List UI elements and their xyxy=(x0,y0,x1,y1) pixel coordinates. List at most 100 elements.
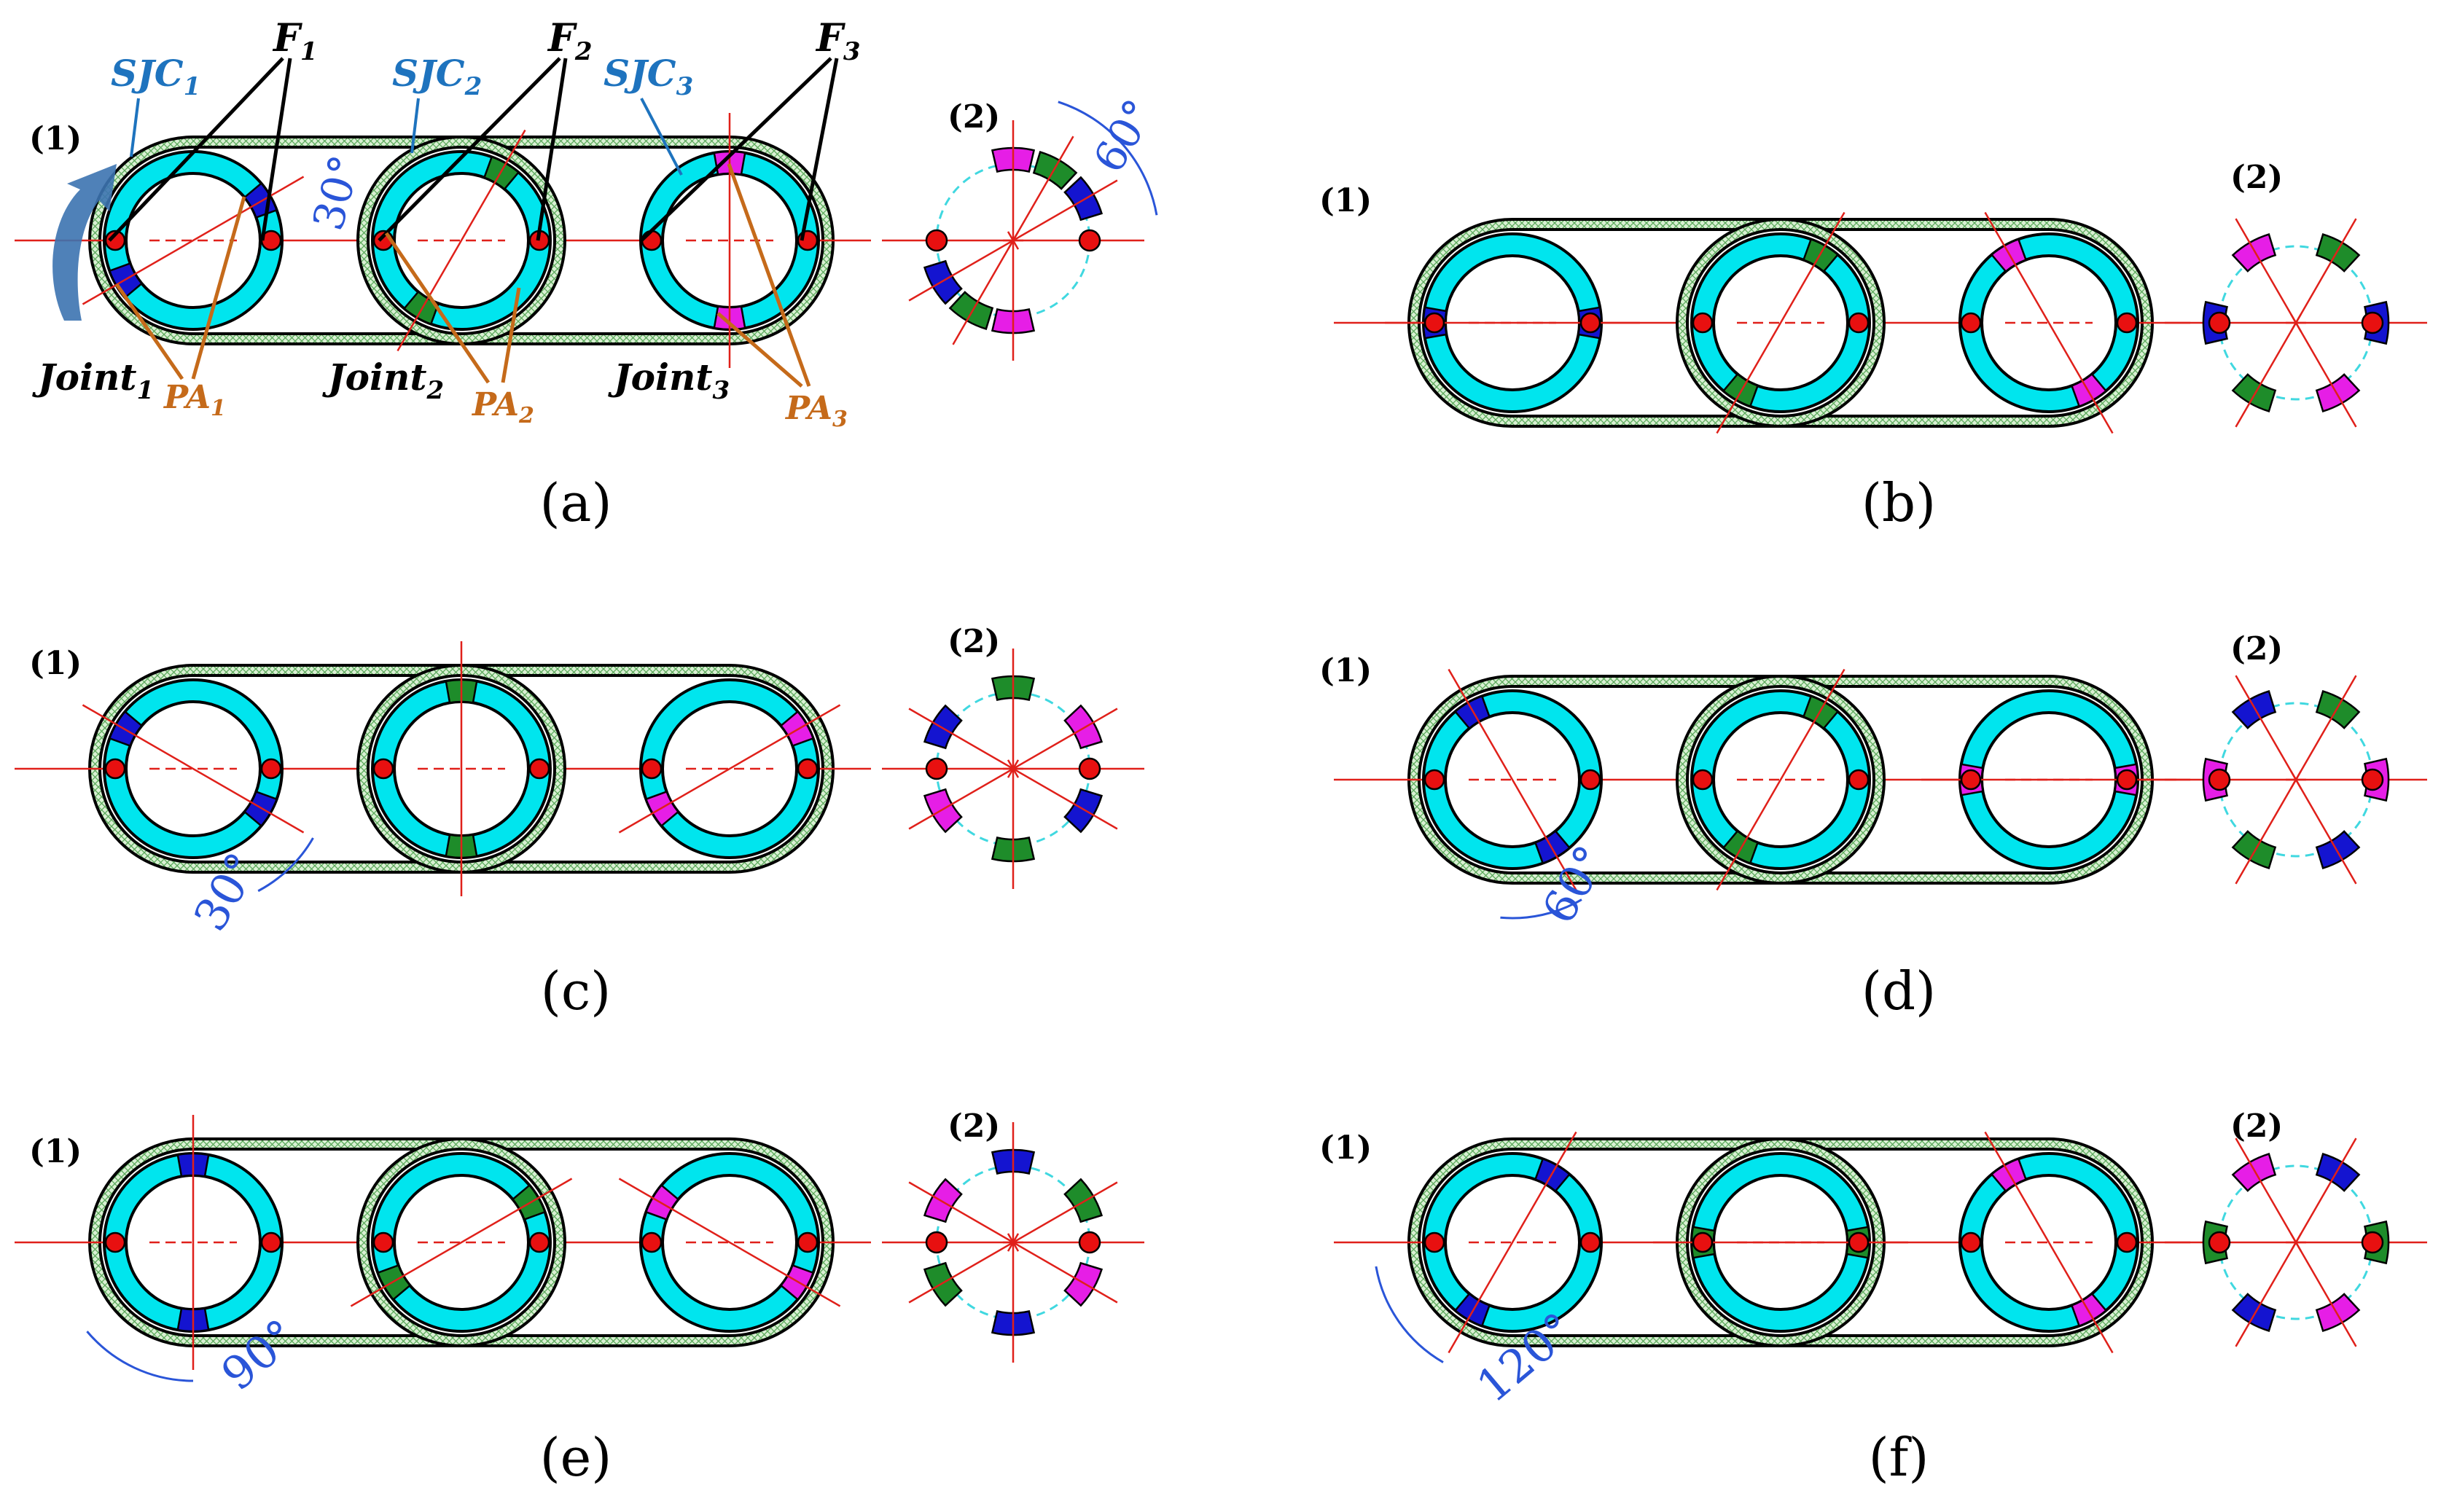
caption-d: (d) xyxy=(1862,960,1936,1022)
view-joint-point xyxy=(1078,757,1101,780)
joint-point xyxy=(104,758,126,780)
view-pad-axis xyxy=(2235,218,2357,428)
piezo-pad xyxy=(1722,372,1759,408)
joint-point xyxy=(797,1231,819,1253)
view-joint-point xyxy=(2208,311,2231,334)
view-pad xyxy=(2231,232,2277,273)
view-joint-point xyxy=(925,1231,948,1254)
view-pad-axis xyxy=(2235,1137,2357,1347)
piezo-pad xyxy=(644,790,680,828)
panel-b xyxy=(1334,211,2427,434)
view-pad xyxy=(2315,232,2361,273)
piezo-pad xyxy=(1453,694,1491,730)
panel-f-view1-label: (1) xyxy=(1319,1129,1372,1167)
view-joint-point xyxy=(2208,1231,2231,1254)
view-pad xyxy=(2315,1293,2361,1333)
piezo-pad xyxy=(108,262,144,299)
joint-point xyxy=(260,1231,282,1253)
joint-point xyxy=(1579,769,1601,791)
rotation-arrow-icon xyxy=(52,164,117,321)
caption-b: (b) xyxy=(1862,472,1936,533)
joint-point xyxy=(1848,1231,1870,1253)
joint-point xyxy=(372,1231,394,1253)
caption-e: (e) xyxy=(540,1427,612,1488)
joint-point xyxy=(528,758,550,780)
joint-point xyxy=(1692,312,1714,334)
piezo-pad xyxy=(1802,694,1840,730)
view-pad-axis xyxy=(908,1181,1118,1304)
view-pad xyxy=(1063,1261,1104,1307)
piezo-pad xyxy=(2070,372,2108,408)
view-joint-point xyxy=(925,757,948,780)
pad-axis xyxy=(618,704,841,834)
panel-d-view1-label: (1) xyxy=(1319,652,1372,689)
angle-arc-d xyxy=(1500,898,1582,920)
panel-c-view1-label: (1) xyxy=(29,645,82,682)
joint2-label: Joint2 xyxy=(322,356,444,405)
panel-b-view2-label: (2) xyxy=(2230,159,2283,196)
joint-point xyxy=(372,758,394,780)
panel-a-angle-60: 60° xyxy=(1084,91,1164,181)
view-pad xyxy=(2315,1152,2361,1192)
angle-arc-c xyxy=(257,837,314,893)
piezo-pad xyxy=(1990,238,2028,273)
pad-axis xyxy=(82,704,305,834)
view-pad-axis xyxy=(908,708,1118,830)
view-pad xyxy=(2315,689,2361,729)
view-joint-point xyxy=(2361,311,2384,334)
f3-label: F3 xyxy=(815,16,861,66)
view-pad xyxy=(2231,1293,2277,1333)
joint-point xyxy=(797,230,819,251)
piezo-pad xyxy=(1534,829,1571,865)
caption-f: (f) xyxy=(1869,1427,1929,1488)
pad-axis xyxy=(618,1178,841,1307)
view-pad xyxy=(923,788,963,834)
panel-e xyxy=(15,1115,1144,1370)
f2-label: F2 xyxy=(547,16,593,66)
piezo-pad xyxy=(376,1264,412,1301)
joint-point xyxy=(797,758,819,780)
joint-point xyxy=(2116,769,2138,791)
piezo-pad xyxy=(1990,1157,2028,1193)
joint-point xyxy=(528,1231,550,1253)
view-pad xyxy=(1063,176,1104,222)
joint-point xyxy=(641,1231,663,1253)
pad-axis xyxy=(350,1178,573,1307)
piezo-pad xyxy=(511,1183,547,1221)
joint-point xyxy=(2116,1231,2138,1253)
joint-point xyxy=(1423,1231,1445,1253)
view-joint-point xyxy=(2361,768,2384,791)
view-pad xyxy=(2231,373,2277,413)
joint-point xyxy=(1960,312,1982,334)
pa1-label: PA1 xyxy=(163,379,226,421)
piezo-pad xyxy=(1802,238,1840,273)
view-pad xyxy=(2231,830,2277,870)
pad-axis xyxy=(1448,1131,1577,1354)
joint-point xyxy=(2116,312,2138,334)
view-pad xyxy=(2315,373,2361,413)
view-pad xyxy=(2231,1152,2277,1192)
sjc1-label: SJC1 xyxy=(111,52,200,101)
view-joint-point xyxy=(1078,1231,1101,1254)
piezo-pad xyxy=(779,710,815,748)
view-joint-point xyxy=(925,229,948,252)
view-pad xyxy=(2231,689,2277,729)
panel-a xyxy=(15,113,1144,368)
joint3-label: Joint3 xyxy=(608,356,730,405)
panel-a-view2-label: (2) xyxy=(948,98,1000,136)
view-joint-point xyxy=(1078,229,1101,252)
piezo-pad xyxy=(1722,829,1759,865)
sjc2-label: SJC2 xyxy=(392,52,482,101)
f1-label: F1 xyxy=(272,16,318,66)
caption-a: (a) xyxy=(539,472,612,533)
view-joint-point xyxy=(2208,768,2231,791)
piezo-pad xyxy=(243,790,278,828)
panel-b-view1-label: (1) xyxy=(1319,182,1372,219)
view-pad xyxy=(1063,704,1104,750)
panel-f-view2-label: (2) xyxy=(2230,1108,2283,1145)
piezo-pad xyxy=(779,1264,815,1301)
panel-f xyxy=(1334,1131,2427,1354)
joint1-label: Joint1 xyxy=(32,356,154,405)
view-pad xyxy=(923,1178,963,1223)
